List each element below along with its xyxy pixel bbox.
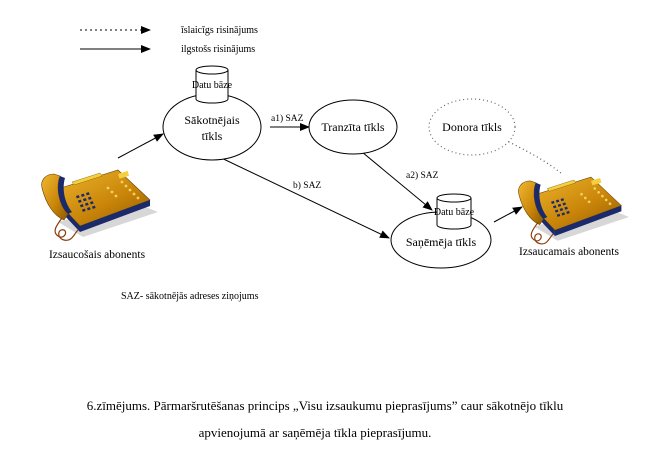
originating-database-icon [195,65,229,104]
transit-network-ellipse [308,99,398,155]
donor-network-label: Donora tīkls [442,120,502,134]
recipient-network-node: Datu bāze Saņēmēja tīkls [390,193,492,269]
edge-b-label: b) SAZ [293,180,321,191]
edge-a2 [361,151,433,211]
abbreviation-note: SAZ- sākotnējās adreses ziņojums [121,291,259,302]
transit-network-label: Tranzīta tīkls [321,120,385,134]
figure-caption-line-2: apvienojumā ar saņēmēja tīkla pieprasīju… [198,425,432,440]
calling-subscriber-label: Izsaucošais abonents [49,249,146,261]
donor-network-node: Donora tīkls [428,98,516,156]
figure-caption-line-1: 6.zīmējums. Pārmaršrutēšanas princips „V… [86,398,564,413]
originating-network-label-2: tīkls [202,129,223,143]
legend-permanent-label: ilgstošs risinājums [181,44,255,55]
originating-network-ellipse [162,93,262,161]
donor-connector [504,139,563,175]
originating-network-label-1: Sākotnējais [184,113,240,127]
called-subscriber-telephone-icon [517,176,630,245]
edge-recipient-to-called [493,206,523,223]
originating-network-node: Datu bāze Sākotnējais tīkls [162,65,262,161]
edge-a1-label: a1) SAZ [271,113,304,124]
originating-database-label: Datu bāze [192,80,233,91]
called-subscriber-label: Izsaucamais abonents [519,246,619,258]
recipient-network-label: Saņēmēja tīkls [406,235,477,249]
donor-network-ellipse [428,98,516,156]
recipient-database-icon [436,193,472,230]
edge-a2-label: a2) SAZ [406,170,439,181]
transit-network-node: Tranzīta tīkls [308,99,398,155]
legend-temporary-label: īslaicīgs risinājums [180,25,258,36]
calling-subscriber-telephone-icon [41,169,159,241]
edge-calling-to-originating [117,133,164,159]
edge-b [212,153,390,239]
recipient-database-label: Datu bāze [434,207,475,218]
